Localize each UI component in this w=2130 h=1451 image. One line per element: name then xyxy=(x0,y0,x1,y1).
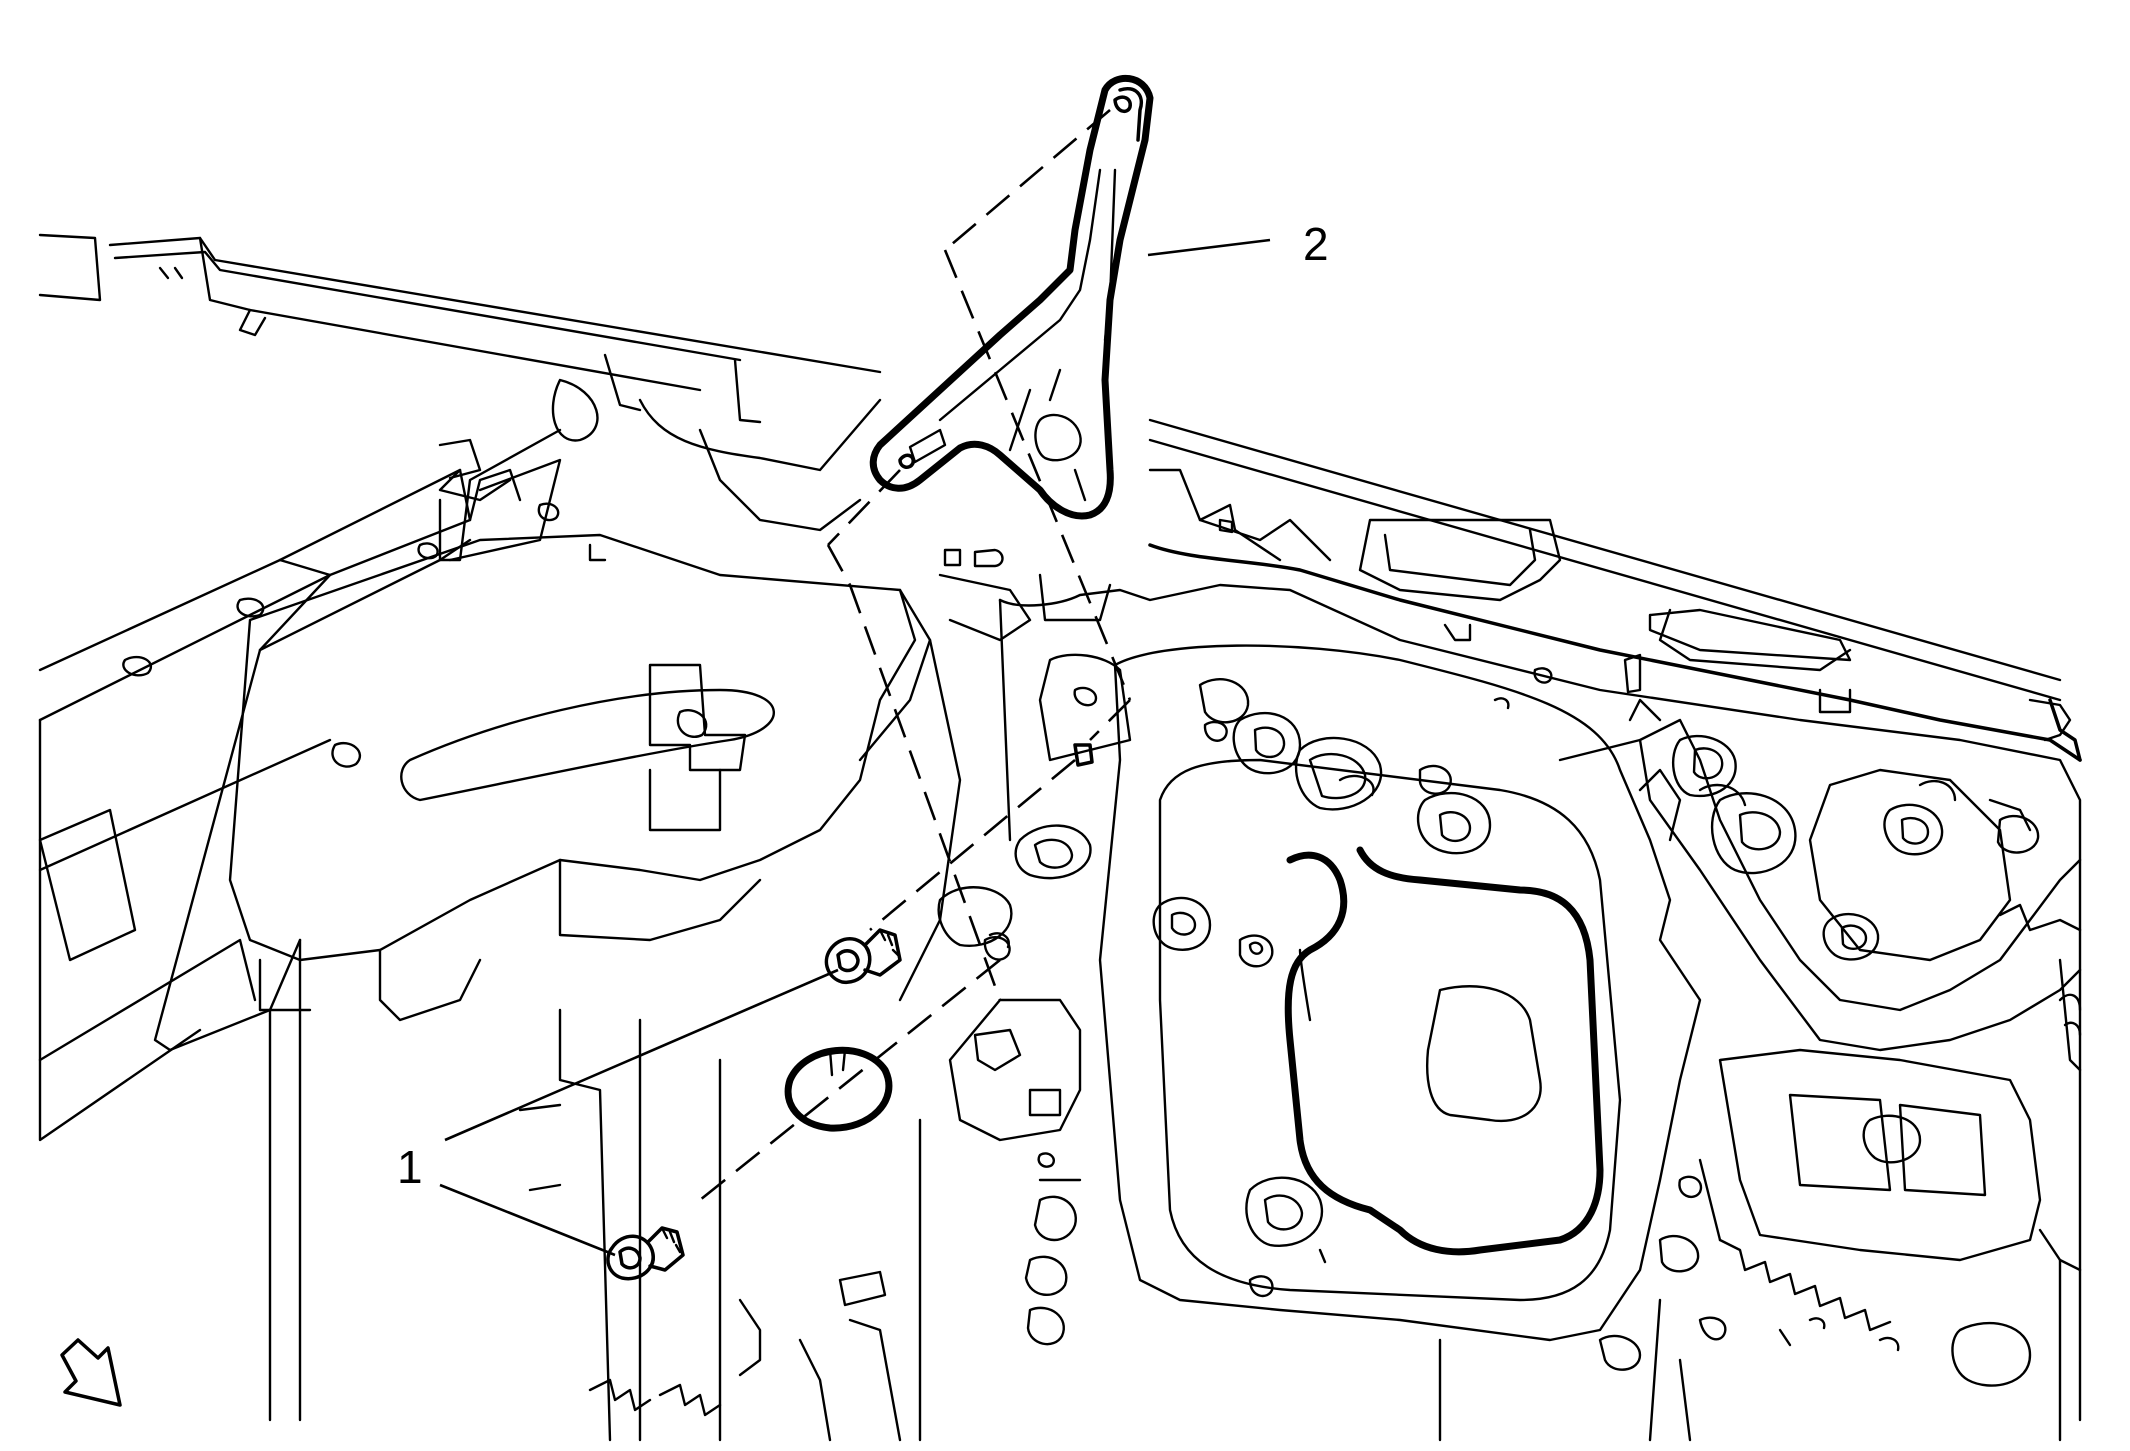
front-direction-arrow-icon xyxy=(60,1338,122,1407)
fastener-upper xyxy=(824,928,902,984)
leader-lines xyxy=(439,238,1271,1257)
right-roof-rail xyxy=(1148,418,2082,762)
callout-label-fastener: 1 xyxy=(397,1141,423,1193)
center-pillar xyxy=(588,548,1132,1442)
left-wheelhouse-panel xyxy=(228,438,962,1442)
hinge-bracket xyxy=(869,74,1154,520)
mounting-holes xyxy=(784,743,1094,1132)
right-cross-member xyxy=(1558,653,2082,1072)
rear-floor-panel xyxy=(998,583,2082,1422)
fastener-lower xyxy=(606,1226,685,1281)
upper-left-rail xyxy=(38,233,882,532)
left-body-structure xyxy=(38,428,562,1422)
installation-dash-lines xyxy=(699,109,1132,1202)
callout-label-bracket: 2 xyxy=(1303,218,1329,270)
rear-lower-tub xyxy=(1438,1048,2082,1442)
